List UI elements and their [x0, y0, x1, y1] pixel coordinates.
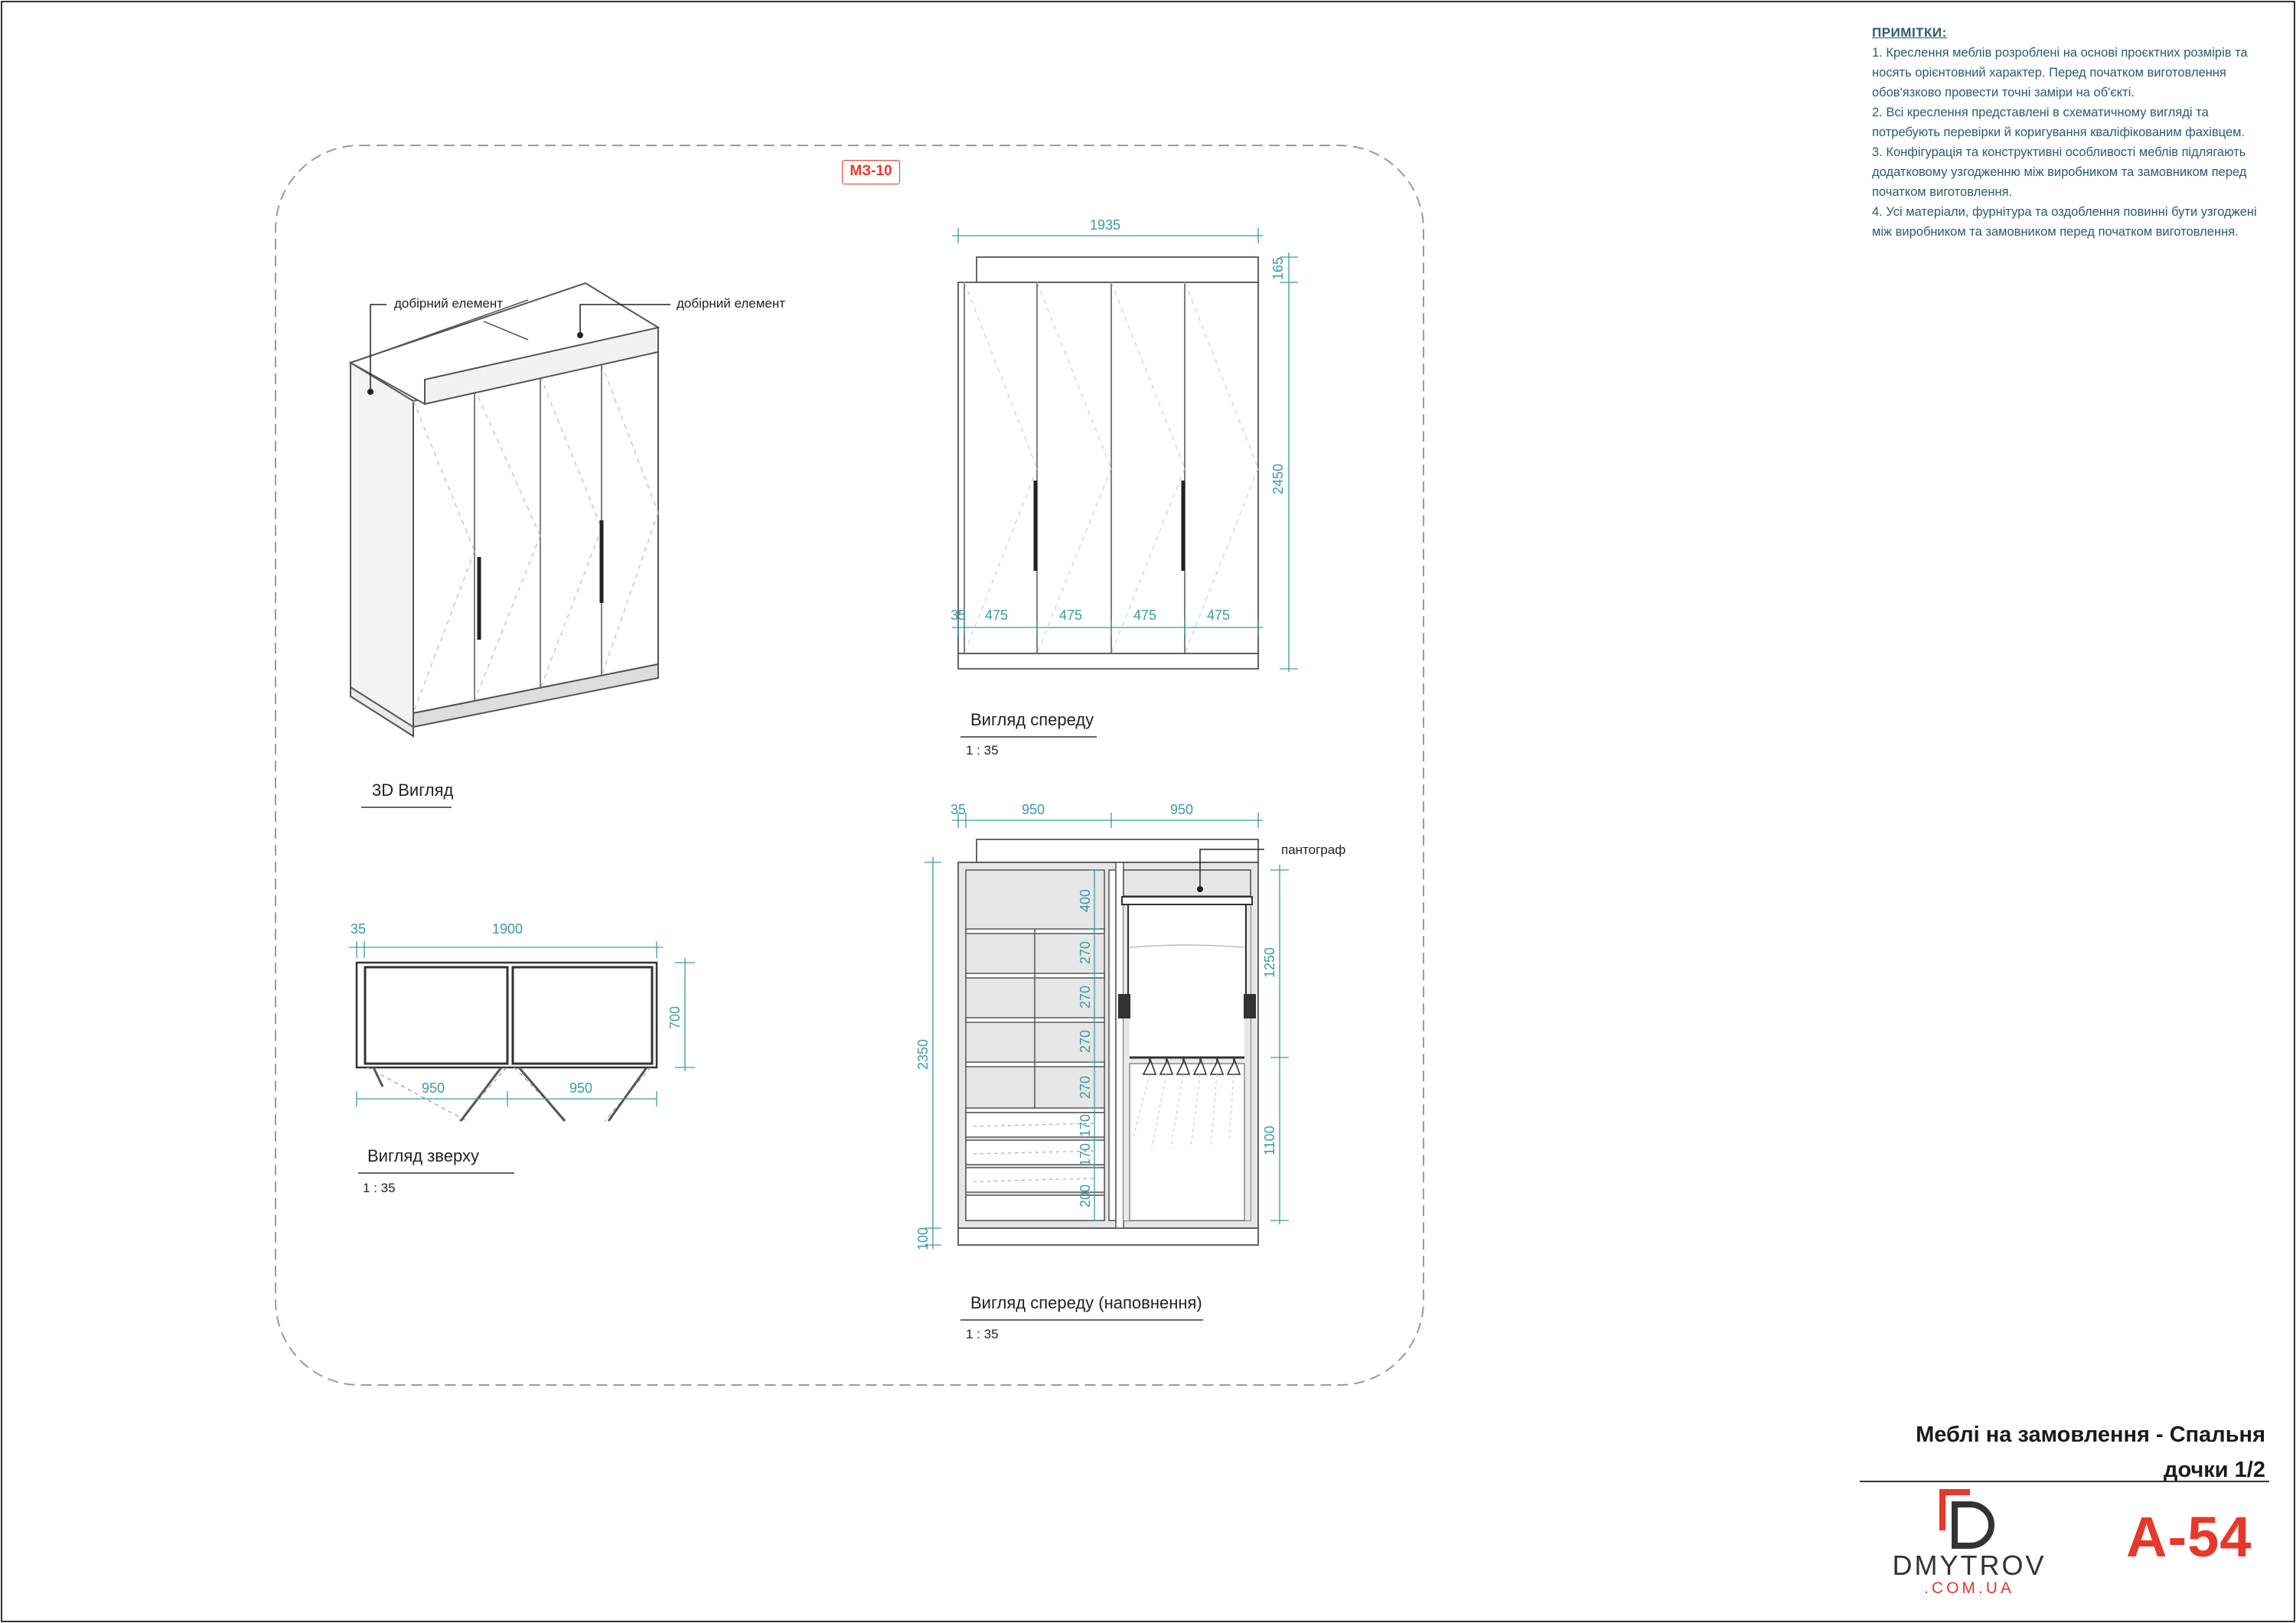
front-carcass: [957, 282, 1259, 654]
top-dim-depth: 700: [667, 1006, 683, 1029]
iso-callout-left: добірний елемент: [394, 296, 503, 311]
note-item-2: 2. Всі креслення представлені в схематич…: [1872, 106, 2245, 139]
fill-view: пантограф 35: [915, 802, 1345, 1341]
iso-side-panel: [350, 361, 414, 738]
fill-drawer-1: [965, 1112, 1105, 1138]
title-line-2: дочки 1/2: [2164, 1458, 2265, 1482]
fill-drawer-4: [965, 1194, 1105, 1221]
front-dim-door-3: 475: [1133, 608, 1156, 623]
fill-top-addon: [976, 839, 1259, 863]
item-tag: МЗ-10: [842, 160, 900, 184]
top-dim-door-left: 950: [422, 1080, 445, 1096]
iso-front-facade: [413, 350, 659, 715]
fill-hangers: [1142, 1057, 1241, 1075]
fill-dim-shelf-1: 400: [1078, 889, 1093, 912]
front-view: 1935 165 2450 35 475 475 475 475 Вигляд …: [951, 217, 1298, 758]
fill-dim-shelf-8: 200: [1078, 1185, 1093, 1207]
front-plinth: [957, 653, 1259, 670]
title-block: Меблі на замовлення - Спальня дочки 1/2: [1860, 1417, 2265, 1488]
fill-view-scale: 1 : 35: [966, 1327, 999, 1341]
iso-plinth: [413, 663, 659, 728]
front-top-addon: [976, 256, 1259, 283]
brand-logo-mark: [1939, 1489, 1994, 1549]
top-view-title: Вигляд зверху: [367, 1146, 479, 1165]
notes-title: ПРИМІТКИ:: [1872, 25, 1947, 40]
fill-dim-side: 35: [951, 802, 966, 817]
top-view-scale: 1 : 35: [363, 1181, 396, 1195]
drawing-boundary: [275, 145, 1424, 1386]
fill-dim-upper-rod: 1250: [1262, 947, 1277, 978]
title-block-divider: [1860, 1481, 2269, 1482]
iso-callouts: [370, 304, 670, 392]
fill-drawer-2: [965, 1139, 1105, 1165]
fill-dim-shelf-5: 270: [1078, 1076, 1093, 1099]
top-dim-side: 35: [351, 921, 366, 937]
iso-view: [348, 282, 660, 738]
front-dim-total-width: 1935: [1090, 217, 1120, 233]
pantograph: [1118, 896, 1256, 1018]
brand-domain: .COM.UA: [1924, 1579, 2014, 1597]
note-item-3: 3. Конфігурація та конструктивні особлив…: [1872, 145, 2247, 199]
fill-dim-plinth: 100: [915, 1227, 931, 1250]
fill-callout: пантограф: [1281, 842, 1345, 857]
top-view: 35 1900 950 950 700 Вигляд зверху 1 : 35: [349, 921, 695, 1195]
note-item-1: 1. Креслення меблів розроблені на основі…: [1872, 46, 2248, 99]
front-dim-door-1: 475: [985, 608, 1008, 623]
iso-view-title: 3D Вигляд: [372, 781, 453, 800]
top-dim-door-right: 950: [569, 1080, 592, 1096]
fill-dim-shelf-7: 170: [1078, 1143, 1093, 1166]
top-door-right: [511, 966, 654, 1065]
fill-drawer-3: [965, 1167, 1105, 1193]
fill-dim-height: 2350: [915, 1039, 931, 1070]
title-line-1: Меблі на замовлення - Спальня: [1916, 1423, 2265, 1447]
front-dim-side: 35: [951, 608, 966, 623]
front-dim-top: 165: [1270, 257, 1286, 280]
fill-plinth: [957, 1227, 1259, 1246]
fill-dim-shelf-4: 270: [1078, 1030, 1093, 1053]
front-view-title: Вигляд спереду: [970, 710, 1094, 729]
front-dim-height: 2450: [1270, 464, 1286, 494]
fill-dim-shelf-6: 170: [1078, 1114, 1093, 1137]
fill-dim-shelf-2: 270: [1078, 941, 1093, 964]
fill-view-title: Вигляд спереду (наповнення): [970, 1293, 1202, 1312]
iso-callout-right: добірний елемент: [677, 296, 785, 311]
brand-wordmark: DMYTROV: [1892, 1550, 2047, 1581]
front-view-scale: 1 : 35: [966, 743, 999, 758]
front-dim-door-4: 475: [1207, 608, 1230, 623]
top-dim-width: 1900: [492, 921, 523, 937]
top-door-left: [364, 966, 509, 1065]
notes-panel: ПРИМІТКИ: 1. Креслення меблів розроблені…: [1872, 23, 2278, 242]
iso-addon-element: [424, 326, 659, 406]
fill-dim-left-width: 950: [1022, 802, 1045, 817]
fill-dim-right-width: 950: [1170, 802, 1193, 817]
sheet-number: А-54: [2126, 1505, 2252, 1569]
front-dim-door-2: 475: [1059, 608, 1082, 623]
fill-dim-shelf-3: 270: [1078, 986, 1093, 1009]
fill-dim-lower-rod: 1100: [1262, 1126, 1277, 1155]
fill-shelf-5: [965, 1107, 1105, 1113]
note-item-4: 4. Усі матеріали, фурнітура та оздобленн…: [1872, 205, 2257, 239]
